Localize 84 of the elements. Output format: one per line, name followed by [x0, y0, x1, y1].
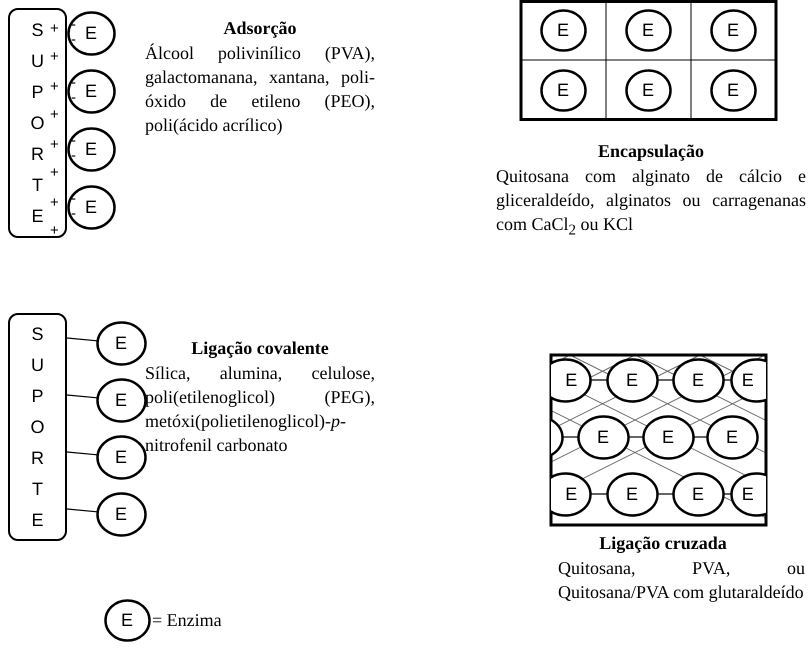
enzyme-circle: [96, 320, 146, 366]
charge-sign: +: [50, 107, 59, 122]
connector-line: [562, 436, 578, 438]
enzyme-circle: [66, 10, 116, 56]
enzyme-letter: E: [114, 334, 127, 352]
enzyme-circle: [66, 68, 116, 114]
section-heading: Ligação cruzada: [598, 532, 728, 555]
section-heading: Adsorção: [222, 17, 298, 40]
charge-sign: +: [50, 165, 59, 180]
charge-sign: +: [50, 49, 59, 64]
enzyme-letter: E: [556, 21, 569, 39]
connector-line: [66, 394, 98, 398]
enzyme-circle: [710, 8, 756, 52]
enzyme-letter: E: [692, 371, 704, 389]
support-label: SUPORTE: [29, 322, 46, 532]
enzyme-circle: [96, 492, 146, 536]
enzyme-letter: E: [84, 82, 97, 100]
enzyme-letter: E: [692, 485, 704, 503]
connector-line: [693, 436, 707, 438]
connector-line: [66, 451, 98, 456]
enzyme-circle: [706, 414, 758, 460]
enzyme-letter: E: [642, 81, 654, 99]
enzyme-circle: [66, 126, 116, 172]
enzyme-circle: [104, 598, 150, 642]
charge-sign: +: [50, 79, 59, 94]
enzyme-letter: E: [565, 485, 578, 503]
enzyme-circle: [66, 184, 116, 230]
connector-line: [657, 493, 673, 495]
enzyme-circle: [96, 434, 146, 480]
enzyme-letter: E: [556, 81, 569, 99]
enzyme-letter: E: [114, 391, 127, 409]
enzyme-circle: [624, 8, 672, 52]
enzyme-letter: E: [726, 21, 739, 39]
enzyme-circle: [540, 68, 586, 112]
charge-sign: -: [71, 90, 76, 105]
enzyme-circle: [672, 472, 724, 516]
enzyme-letter: E: [565, 371, 578, 389]
description-text: Sílica, alumina, celulose, poli(etilenoglicol) (PEG), metóxi(polietilenoglicol)-p-nitrofenil carbonato: [145, 362, 375, 457]
enzyme-letter: E: [742, 371, 754, 389]
enzyme-letter: E: [662, 428, 674, 446]
enzyme-circle: [672, 358, 724, 402]
enzyme-circle: [710, 68, 756, 112]
enzyme-letter: E: [626, 371, 638, 389]
enzyme-letter: E: [626, 485, 638, 503]
enzyme-circle: [606, 358, 658, 402]
enzyme-letter: E: [642, 21, 654, 39]
enzyme-circle: [642, 414, 694, 460]
enzyme-letter: E: [84, 198, 97, 216]
section-heading: Encapsulação: [596, 140, 706, 163]
enzyme-circle: [576, 414, 630, 460]
enzyme-letter: E: [726, 81, 739, 99]
enzyme-letter: E: [114, 505, 127, 523]
charge-sign: -: [71, 32, 76, 47]
support-bar: [8, 8, 67, 238]
connector-line: [66, 508, 98, 512]
description-text: Álcool polivinílico (PVA), galactomanana, xantana, poli-óxido de etileno (PEO), poli(ácido acrílico): [145, 42, 375, 137]
support-bar: [8, 313, 67, 541]
description-text: Quitosana, PVA, ou Quitosana/PVA com glutaraldeído: [558, 557, 805, 604]
enzyme-letter: E: [120, 611, 133, 629]
enzyme-letter: E: [596, 428, 609, 446]
enzyme-circle: [606, 472, 658, 516]
description-text: Quitosana com alginato de cálcio e gliceraldeído, alginatos ou carragenanas com CaCl$_{2}$ ou KCl: [496, 165, 806, 241]
connector-line: [628, 436, 643, 438]
enzyme-letter: E: [84, 24, 97, 42]
enzyme-circle: [96, 378, 146, 422]
enzyme-letter: E: [84, 140, 97, 158]
section-heading: Ligação covalente: [190, 337, 330, 360]
enzyme-letter: E: [742, 485, 754, 503]
connector-line: [657, 379, 673, 381]
enzyme-circle: [624, 68, 672, 112]
charge-sign: +: [50, 223, 59, 238]
legend-text: = Enzima: [152, 609, 222, 632]
enzyme-letter: E: [114, 448, 127, 466]
charge-sign: -: [71, 206, 76, 221]
charge-sign: -: [71, 148, 76, 163]
enzyme-circle: [540, 8, 586, 52]
enzyme-letter: E: [726, 428, 738, 446]
connector-line: [590, 379, 607, 381]
charge-sign: +: [50, 21, 59, 36]
support-label: SUPORTE: [29, 18, 46, 228]
charge-sign: +: [50, 195, 59, 210]
connector-line: [66, 337, 98, 342]
charge-sign: +: [50, 137, 59, 152]
connector-line: [590, 493, 607, 495]
